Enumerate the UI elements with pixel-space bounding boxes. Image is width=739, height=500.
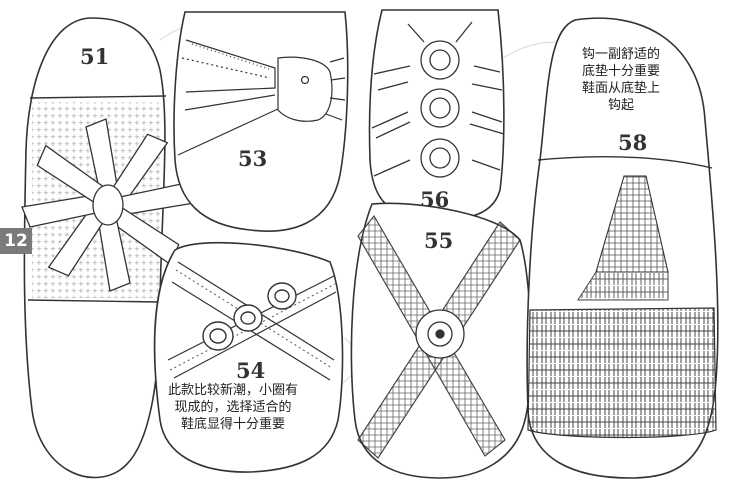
- note-54: 此款比较新潮，小圈有 现成的，选择适合的 鞋底显得十分重要: [168, 382, 298, 433]
- pattern-number-54: 54: [236, 358, 265, 383]
- note-58: 钩一副舒适的 底垫十分重要 鞋面从底垫上 钩起: [582, 46, 660, 114]
- note-54-line: 此款比较新潮，小圈有: [168, 383, 299, 398]
- page-number-badge: 12: [0, 228, 32, 254]
- note-58-line: 钩一副舒适的: [582, 47, 661, 62]
- note-58-line: 钩起: [608, 98, 635, 113]
- note-54-line: 现成的，选择适合的: [174, 400, 292, 415]
- pattern-number-58: 58: [618, 130, 647, 155]
- note-58-line: 鞋面从底垫上: [582, 81, 661, 96]
- ring-chain: [202, 282, 297, 351]
- note-58-line: 底垫十分重要: [582, 64, 661, 79]
- pattern-number-51: 51: [80, 44, 109, 69]
- note-54-line: 鞋底显得十分重要: [181, 417, 286, 432]
- rings-motif: [371, 21, 505, 178]
- sole-53: 53: [173, 11, 349, 232]
- medallion: [415, 309, 465, 359]
- strap-motif: [177, 39, 346, 156]
- pattern-number-55: 55: [424, 228, 453, 253]
- sole-51: 51: [21, 17, 195, 479]
- pattern-number-53: 53: [238, 146, 267, 171]
- sole-54: 54: [153, 241, 344, 473]
- sole-56: 56: [368, 9, 505, 221]
- flower-motif: [21, 118, 195, 292]
- sole-58: 58: [526, 17, 719, 479]
- sole-55: 55: [350, 202, 532, 479]
